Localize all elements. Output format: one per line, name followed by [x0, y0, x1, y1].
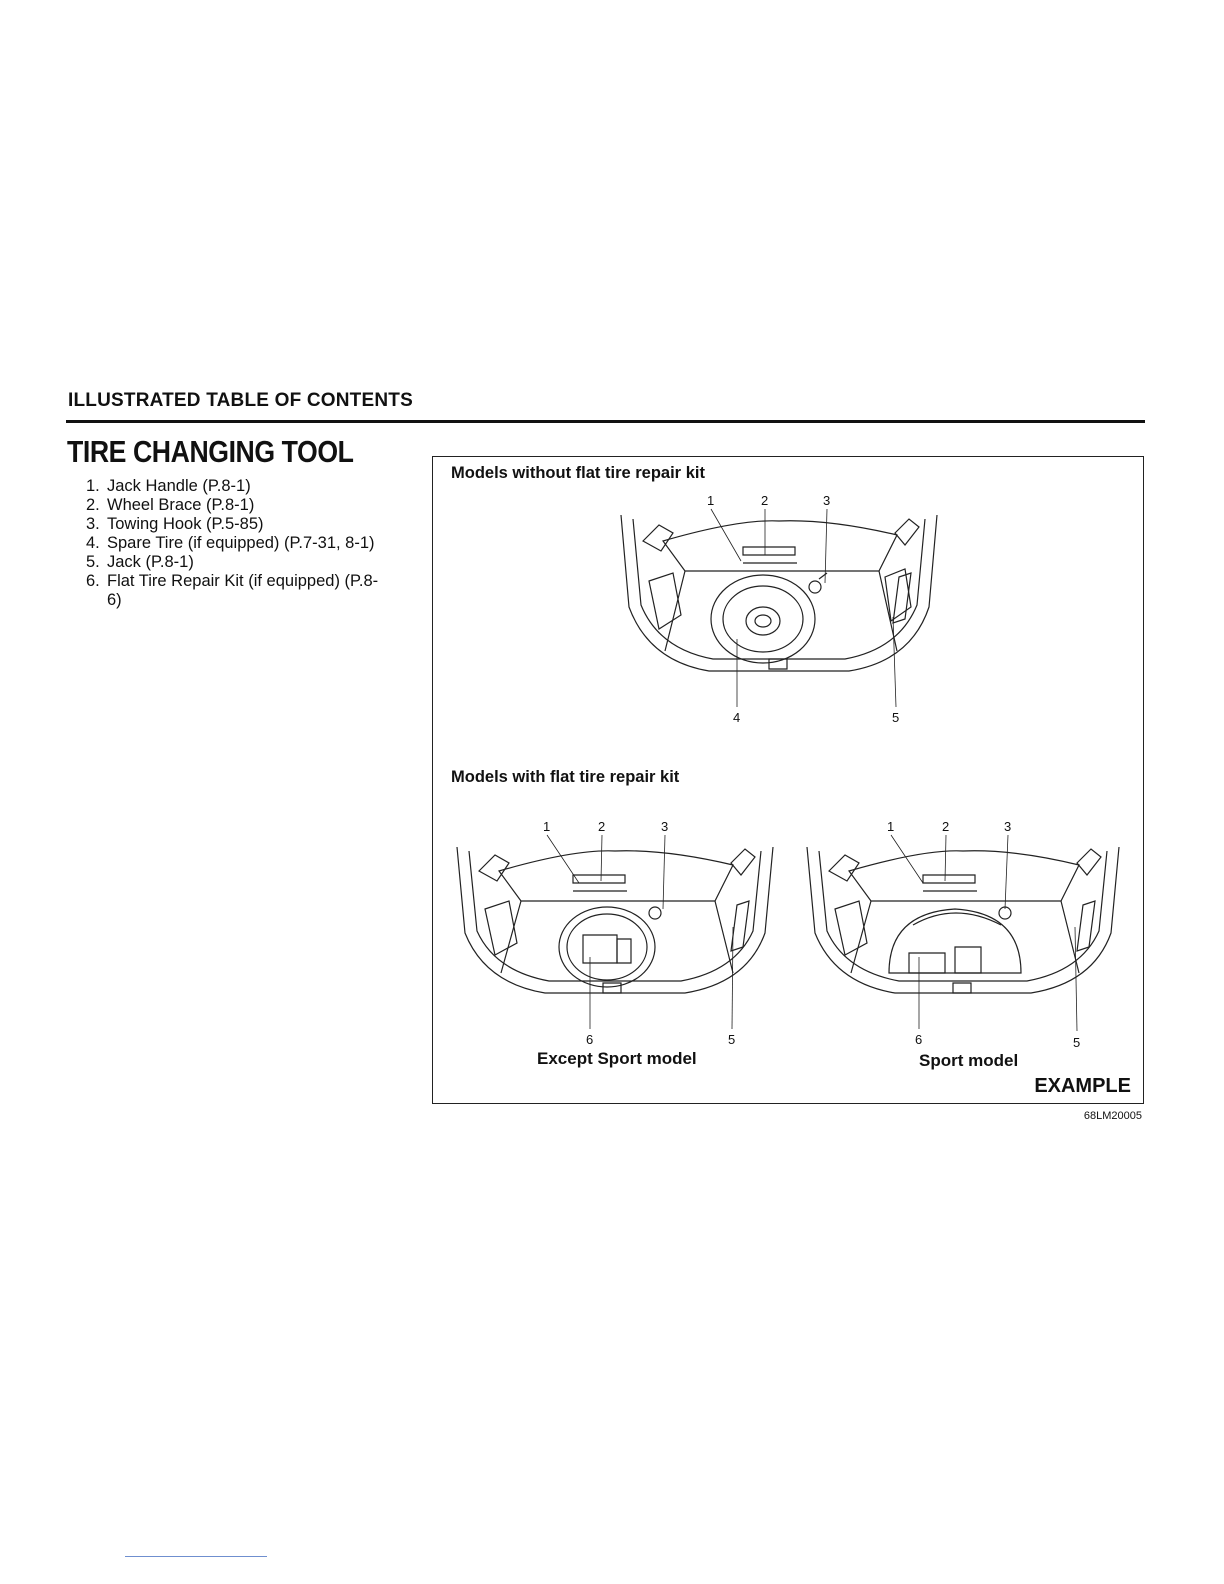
callout-2: 2 [761, 493, 769, 508]
list-item: 3. Towing Hook (P.5-85) [86, 515, 387, 534]
footer-link-line [125, 1556, 267, 1557]
section-header: ILLUSTRATED TABLE OF CONTENTS [68, 390, 413, 411]
callout-3: 3 [823, 493, 831, 508]
leader-lines-top [433, 457, 1145, 1105]
item-number: 3. [86, 515, 100, 533]
figure-box: Models without flat tire repair kit 1 2 … [432, 456, 1144, 1104]
item-text: Jack Handle (P.8-1) [107, 477, 251, 495]
item-number: 5. [86, 553, 100, 571]
callout-1: 1 [543, 819, 551, 834]
example-label: EXAMPLE [1034, 1075, 1131, 1097]
callout-6: 6 [915, 1032, 923, 1047]
leader-lines-right [433, 457, 1145, 1105]
trunk-illustration-repair-kit [455, 843, 775, 1008]
item-text: Jack (P.8-1) [107, 553, 194, 571]
item-text: Spare Tire (if equipped) (P.7-31, 8-1) [107, 534, 375, 552]
callout-5: 5 [892, 710, 900, 725]
callout-4: 4 [733, 710, 741, 725]
header-rule [66, 420, 1145, 423]
callout-5: 5 [728, 1032, 736, 1047]
caption-sport: Sport model [919, 1051, 1019, 1070]
page-title: TIRE CHANGING TOOL [67, 434, 354, 469]
tool-list: 1. Jack Handle (P.8-1) 2. Wheel Brace (P.8… [86, 477, 387, 610]
figure-label-bottom: Models with flat tire repair kit [451, 768, 680, 786]
callout-2: 2 [942, 819, 950, 834]
item-number: 1. [86, 477, 100, 495]
trunk-illustration-sport [805, 843, 1121, 1008]
list-item: 6. Flat Tire Repair Kit (if equipped) (P.… [86, 572, 387, 610]
leader-lines-left [433, 457, 1145, 1105]
item-number: 4. [86, 534, 100, 552]
list-item: 2. Wheel Brace (P.8-1) [86, 496, 387, 515]
callout-5: 5 [1073, 1035, 1081, 1050]
callout-3: 3 [1004, 819, 1012, 834]
callout-6: 6 [586, 1032, 594, 1047]
callout-3: 3 [661, 819, 669, 834]
list-item: 1. Jack Handle (P.8-1) [86, 477, 387, 496]
list-item: 4. Spare Tire (if equipped) (P.7-31, 8-1) [86, 534, 387, 553]
caption-except-sport: Except Sport model [537, 1049, 697, 1068]
figure-code: 68LM20005 [1083, 1110, 1142, 1122]
item-number: 6. [86, 572, 100, 590]
callout-1: 1 [707, 493, 715, 508]
figure-label-top: Models without flat tire repair kit [451, 464, 705, 482]
item-text: Wheel Brace (P.8-1) [107, 496, 255, 514]
callout-1: 1 [887, 819, 895, 834]
item-number: 2. [86, 496, 100, 514]
item-text: Flat Tire Repair Kit (if equipped) (P.8-… [107, 572, 379, 609]
list-item: 5. Jack (P.8-1) [86, 553, 387, 572]
item-text: Towing Hook (P.5-85) [107, 515, 264, 533]
trunk-illustration-spare-tire [619, 511, 939, 691]
callout-2: 2 [598, 819, 606, 834]
